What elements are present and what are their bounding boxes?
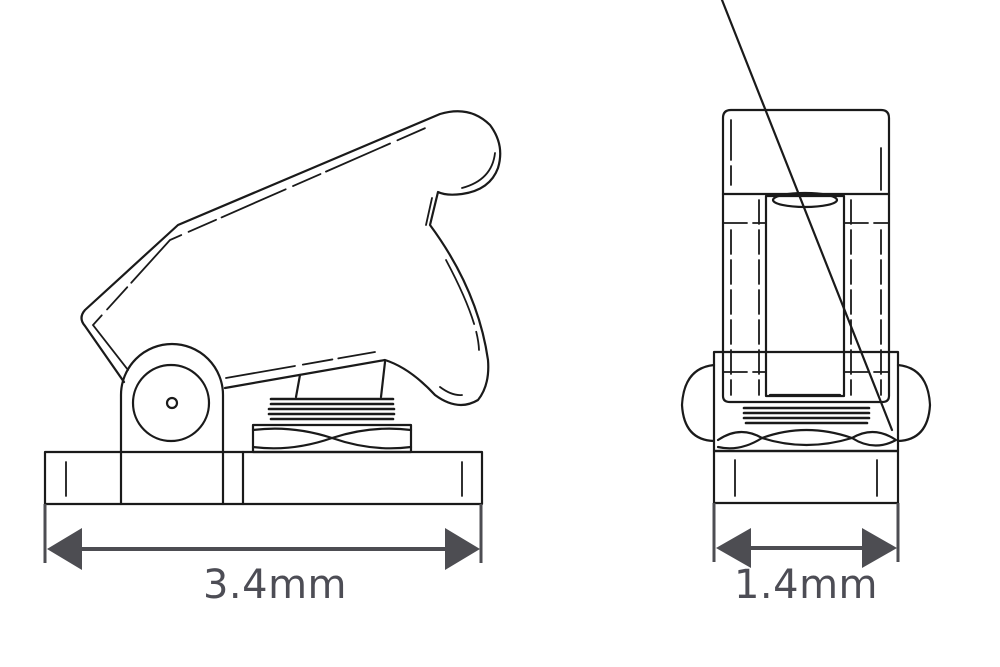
front-ear-left <box>680 363 716 443</box>
side-threads <box>267 397 396 421</box>
front-cover-cap <box>721 108 891 196</box>
front-threads <box>742 406 871 425</box>
arrow-right-icon <box>862 528 897 568</box>
front-hex-nut <box>716 0 898 450</box>
front-base-plate <box>712 449 900 505</box>
front-ear-right <box>896 363 932 443</box>
front-view <box>680 0 932 505</box>
arrow-right-icon <box>445 528 480 570</box>
dimension-1-4mm <box>712 503 900 568</box>
dimension-label-width-side: 3.4mm <box>202 562 348 608</box>
side-cover-inner <box>91 125 496 396</box>
arrow-left-icon <box>716 528 751 568</box>
side-hex-nut <box>251 423 413 454</box>
side-view <box>43 110 502 506</box>
front-dashed-guides <box>722 199 890 396</box>
front-cover-body <box>721 192 891 404</box>
hinge-post <box>119 342 225 506</box>
hinge-pin <box>165 396 179 410</box>
front-lever <box>764 194 846 398</box>
hinge-disc <box>131 363 211 443</box>
arrow-left-icon <box>47 528 82 570</box>
side-base-plate <box>43 450 484 506</box>
side-cover-outline <box>80 110 502 407</box>
dimension-3-4mm <box>43 504 483 570</box>
dimension-label-width-front: 1.4mm <box>733 562 879 608</box>
